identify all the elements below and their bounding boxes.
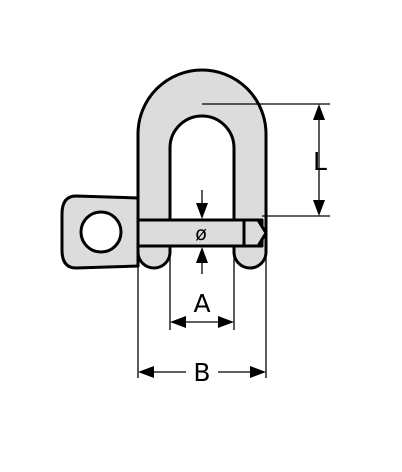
shackle-pin (136, 218, 268, 248)
dimension-b-label: B (193, 358, 210, 387)
pin-diameter-label: ø (195, 223, 207, 245)
dimension-a-label: A (193, 289, 210, 318)
pin-eye (60, 194, 140, 270)
dimension-l: L (313, 104, 327, 216)
dimension-l-label: L (313, 147, 327, 176)
extension-lines (137, 103, 330, 378)
dimension-a: A (170, 289, 234, 328)
dimension-pin-diameter: ø (195, 190, 208, 274)
dimension-b: B (138, 358, 266, 387)
